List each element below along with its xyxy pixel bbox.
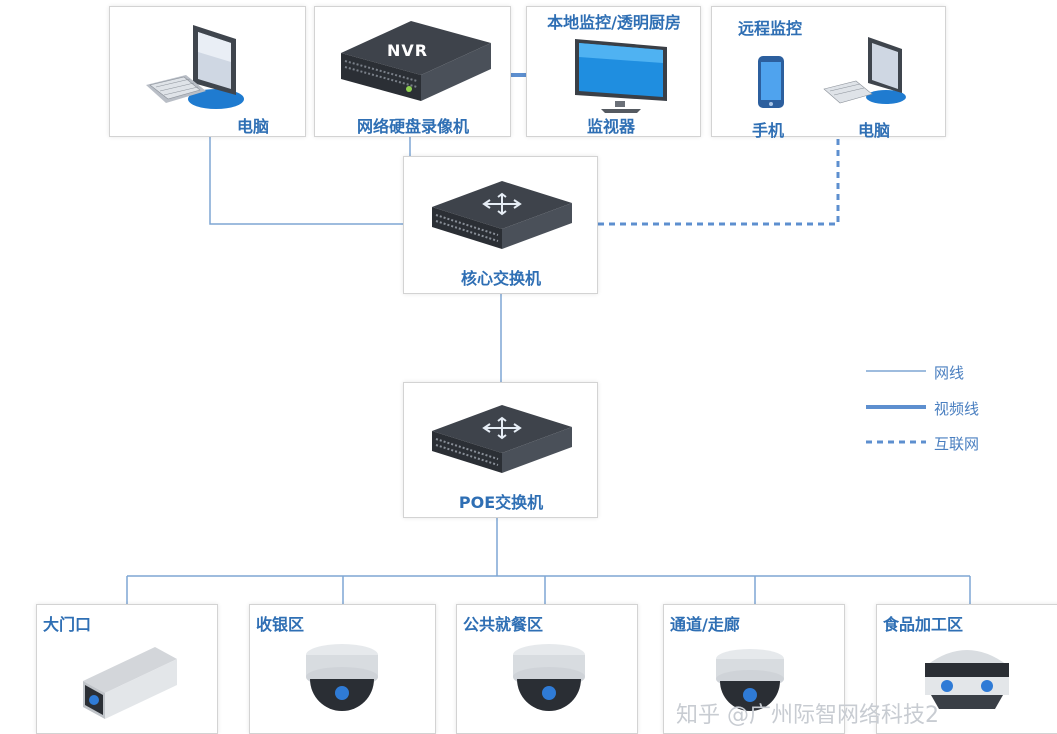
legend-video-cable-swatch [866,405,926,409]
monitor-icon [575,39,667,113]
camera-box-corridor: 通道/走廊 [663,604,845,734]
local-monitor-box: 本地监控/透明厨房 监视器 [526,6,701,137]
legend-network-cable-swatch [866,370,926,372]
core-switch-box: 核心交换机 [403,156,598,294]
legend-network-cable-label: 网线 [934,364,965,382]
core-switch-icon [432,181,572,249]
nvr-box: NVR 网络硬盘录像机 [314,6,511,137]
remote-monitor-box: 远程监控 手机 电脑 [711,6,946,140]
nvr-recorder-icon [341,21,491,101]
internet-link-remote [598,138,840,226]
remote-computer-icon [823,37,906,104]
camera-box-dining: 公共就餐区 [456,604,638,734]
dome-camera-icon-corridor [716,649,784,711]
desktop-computer-icon [146,25,244,109]
panoramic-camera-icon [925,650,1009,709]
camera-box-food-processing: 食品加工区 [876,604,1057,734]
camera-label-dining: 公共就餐区 [463,615,544,634]
remote-pc-label: 电脑 [858,121,891,140]
pc-box: 电脑 [109,6,306,137]
legend-internet-label: 互联网 [934,435,980,453]
core-switch-label: 核心交换机 [460,269,542,288]
camera-box-entrance: 大门口 [36,604,218,734]
camera-label-food-processing: 食品加工区 [883,615,964,634]
poe-switch-label: POE交换机 [458,493,544,512]
monitor-label: 监视器 [586,117,636,136]
phone-label: 手机 [752,121,785,140]
camera-label-entrance: 大门口 [43,615,92,634]
smartphone-icon [758,56,784,108]
nvr-label: 网络硬盘录像机 [356,117,470,136]
network-cable-pc-core [209,137,403,225]
local-monitor-title: 本地监控/透明厨房 [547,13,681,32]
remote-monitor-title: 远程监控 [738,19,803,38]
legend-video-cable-label: 视频线 [934,400,980,418]
bullet-camera-icon [83,647,177,719]
camera-box-cashier: 收银区 [249,604,436,734]
dome-camera-icon-dining [513,644,585,711]
zhihu-watermark: 知乎 @广州际智网络科技2 [676,703,939,728]
camera-label-corridor: 通道/走廊 [670,615,740,634]
camera-label-cashier: 收银区 [256,615,305,634]
poe-switch-icon [432,405,572,473]
dome-camera-icon-cashier [306,644,378,711]
legend-internet-swatch [866,440,926,444]
poe-switch-box: POE交换机 [403,382,598,518]
pc-label: 电脑 [237,117,270,136]
nvr-badge: NVR [387,41,429,60]
